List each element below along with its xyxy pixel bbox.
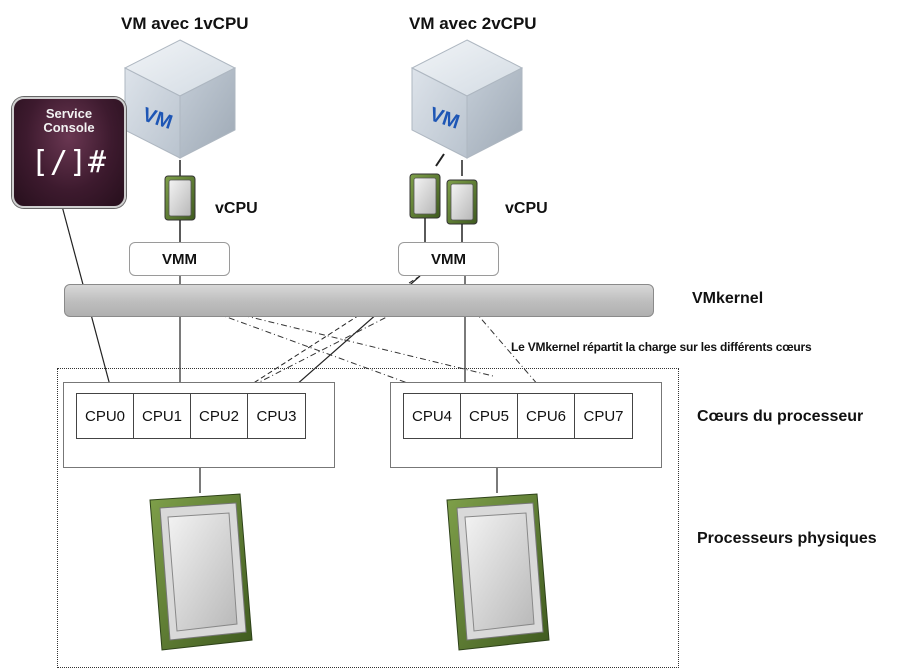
core-cpu2: CPU2 bbox=[191, 394, 248, 438]
core-cpu3: CPU3 bbox=[256, 407, 297, 425]
vcpu-chip-icon bbox=[409, 173, 441, 219]
core-cpu1: CPU1 bbox=[134, 394, 191, 438]
vcpu-chip-icon bbox=[164, 175, 196, 221]
vcpu-label-1: vCPU bbox=[215, 200, 258, 217]
core-row: CPU4 CPU5 CPU6 CPU7 bbox=[403, 393, 633, 439]
vmkernel-bar bbox=[64, 284, 654, 317]
core-cpu5: CPU5 bbox=[461, 394, 518, 438]
core-row: CPU0 CPU1 CPU2 CPU3 bbox=[76, 393, 306, 439]
cores-label: Cœurs du processeur bbox=[697, 408, 864, 425]
vm-cube-icon: VM bbox=[123, 39, 237, 159]
vm2-title: VM avec 2vCPU bbox=[409, 14, 537, 33]
processor-chip-icon bbox=[149, 493, 253, 651]
vcpu-label-2: vCPU bbox=[505, 200, 548, 217]
core-cpu0: CPU0 bbox=[77, 394, 134, 438]
console-title-line2: Console bbox=[43, 120, 95, 135]
physical-processors-label: Processeurs physiques bbox=[697, 530, 877, 547]
core-cpu4: CPU4 bbox=[404, 394, 461, 438]
cpu-group-2: CPU4 CPU5 CPU6 CPU7 bbox=[390, 382, 662, 468]
vmkernel-label: VMkernel bbox=[692, 290, 764, 307]
vm-cube-icon: VM bbox=[410, 39, 524, 159]
vcpu-chip-icon bbox=[446, 179, 478, 225]
vm1-title: VM avec 1vCPU bbox=[121, 14, 249, 33]
vmm-box-1: VMM bbox=[129, 242, 230, 276]
console-title-line1: Service bbox=[45, 106, 93, 121]
core-cpu6: CPU6 bbox=[518, 394, 575, 438]
terminal-icon: [/]# bbox=[30, 145, 108, 180]
distribution-note: Le VMkernel répartit la charge sur les d… bbox=[511, 340, 812, 354]
processor-chip-icon bbox=[446, 493, 550, 651]
cpu-group-1: CPU0 CPU1 CPU2 CPU3 bbox=[63, 382, 335, 468]
vmm-box-2: VMM bbox=[398, 242, 499, 276]
core-cpu7: CPU7 bbox=[583, 407, 624, 425]
service-console: Service Console [/]# bbox=[12, 97, 126, 208]
